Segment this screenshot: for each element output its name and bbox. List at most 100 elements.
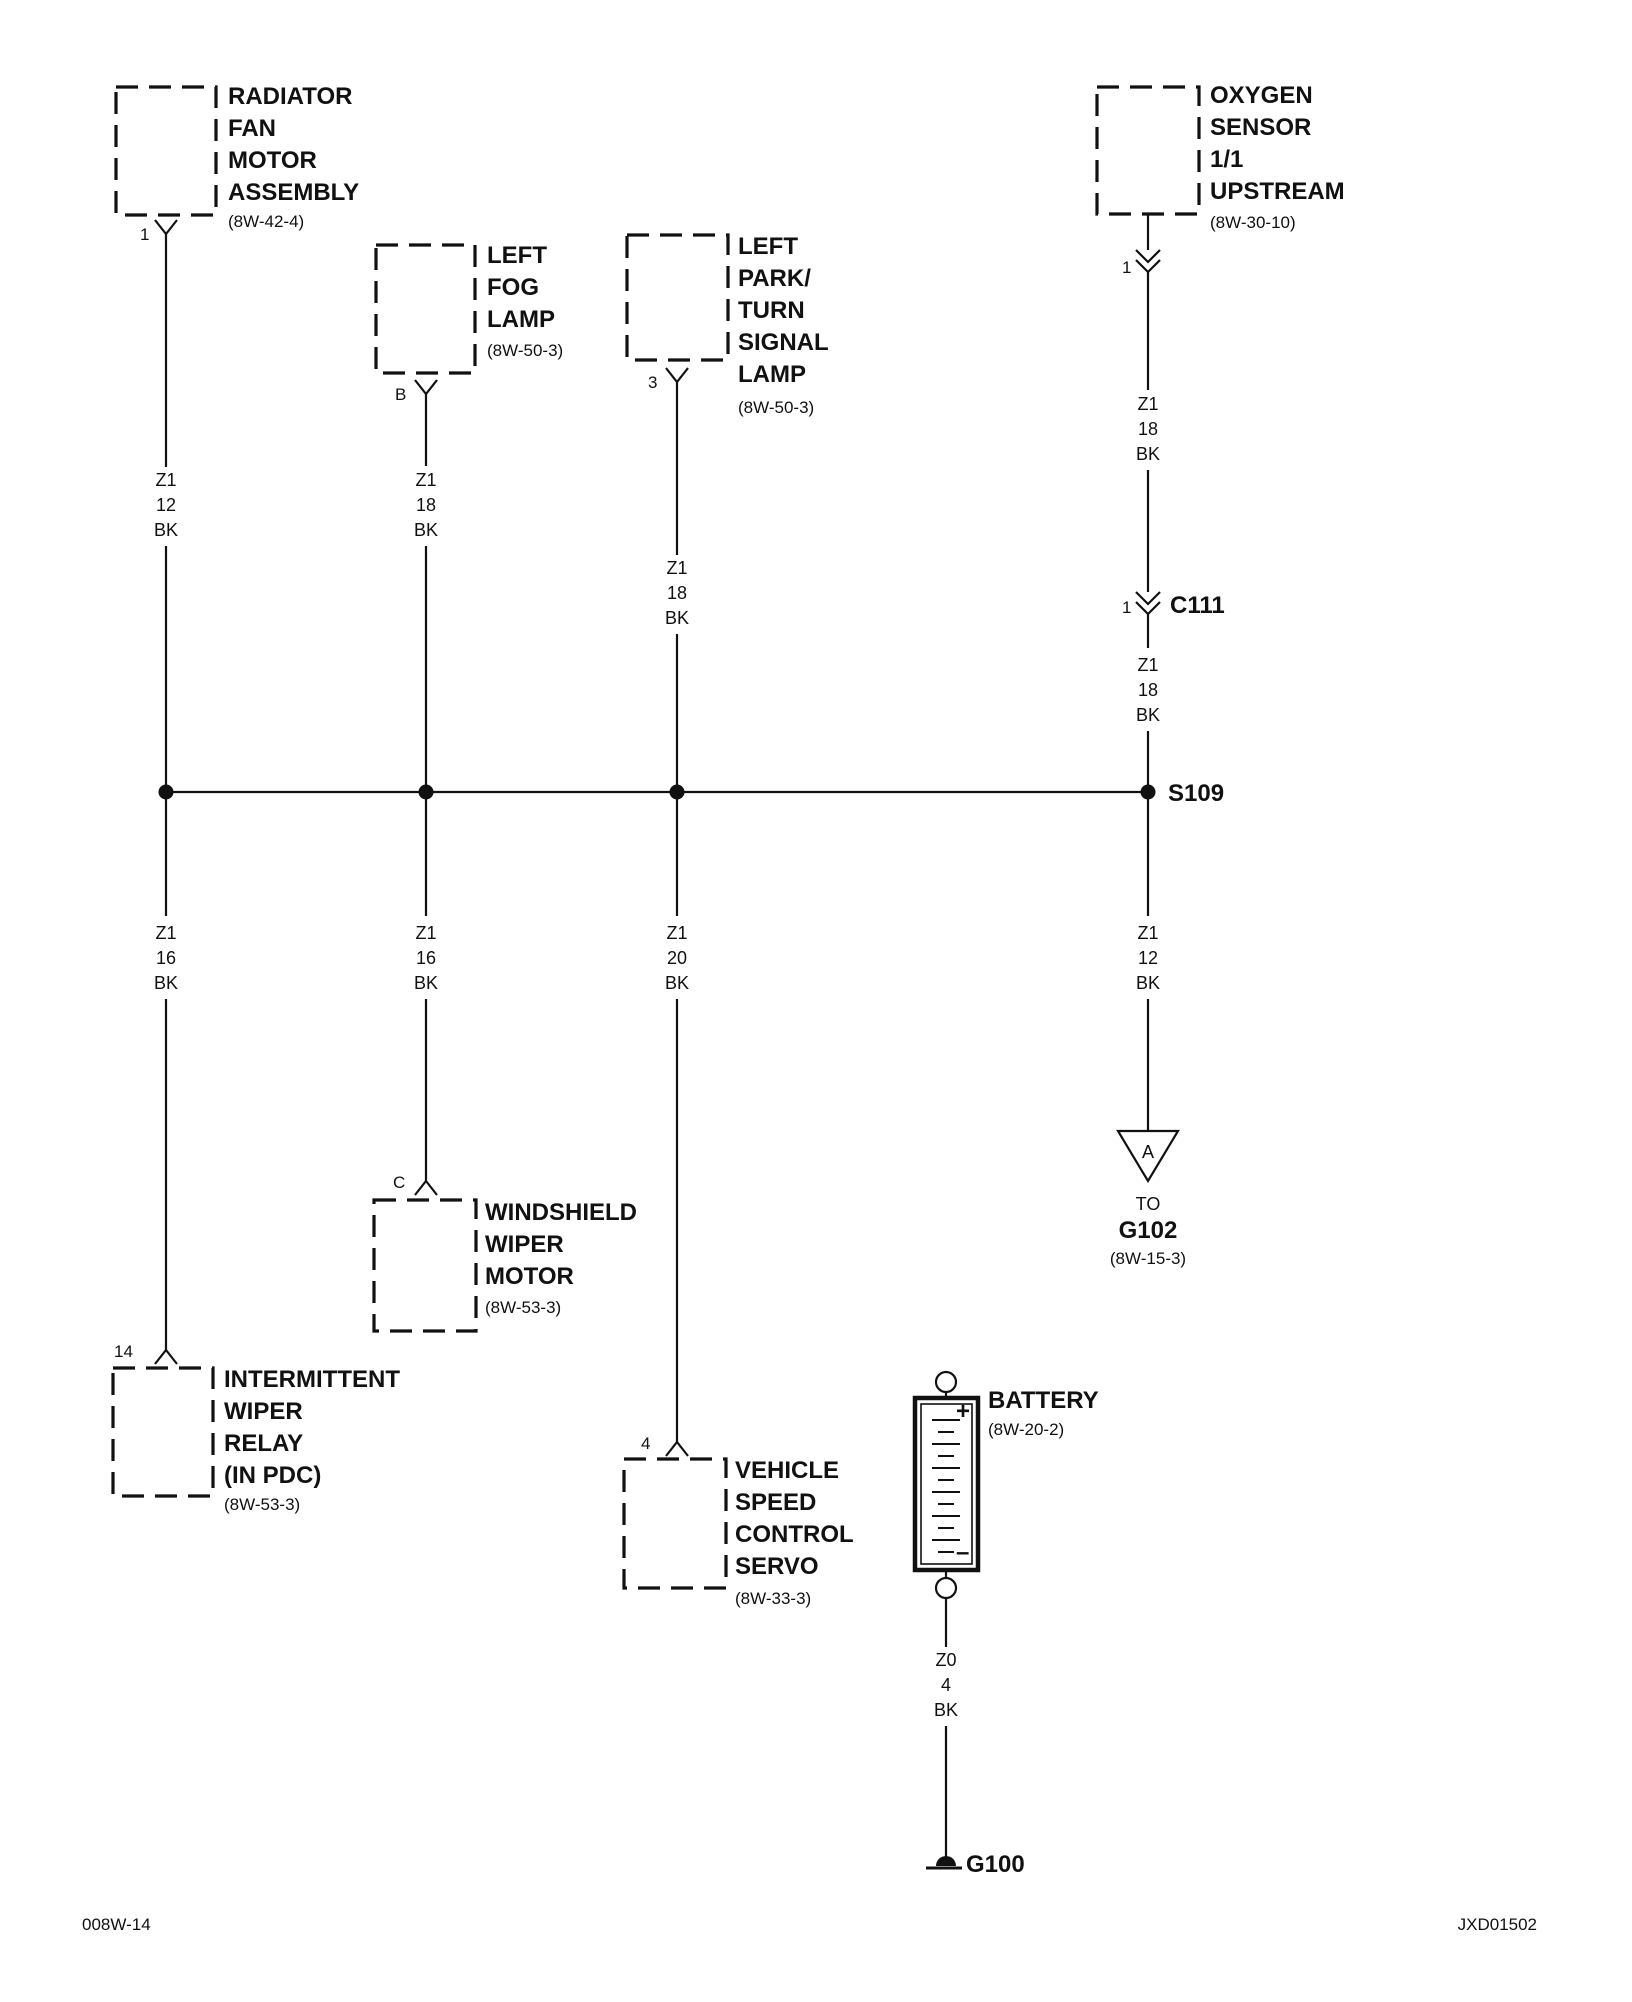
intermittent-wiper-relay: INTERMITTENT WIPER RELAY (IN PDC) (8W-53… <box>111 1342 400 1514</box>
section-ref: (8W-53-3) <box>224 1495 300 1514</box>
label-line: SPEED <box>735 1489 816 1516</box>
plus-sign: + <box>956 1398 970 1425</box>
radiator-fan-motor-assembly: RADIATOR FAN MOTOR ASSEMBLY (8W-42-4) 1 <box>114 83 359 244</box>
wire-label-wiper-lower: Z1 16 BK <box>414 923 438 993</box>
ground-icon <box>936 1856 956 1866</box>
pin-number: 4 <box>641 1434 650 1453</box>
splice-dot <box>1140 784 1156 800</box>
section-ref: (8W-50-3) <box>738 398 814 417</box>
wire-label-servo-lower: Z1 20 BK <box>665 923 689 993</box>
pin-number: 3 <box>648 373 657 392</box>
svg-text:4: 4 <box>941 1675 951 1695</box>
svg-text:Z1: Z1 <box>1137 923 1158 943</box>
connector-label: C111 <box>1170 592 1225 619</box>
svg-text:20: 20 <box>667 948 687 968</box>
svg-text:18: 18 <box>1138 680 1158 700</box>
ground-g100: G100 <box>926 1851 1025 1878</box>
to-label: TO <box>1136 1194 1161 1214</box>
label-line: CONTROL <box>735 1521 854 1548</box>
label-line: RADIATOR <box>228 83 352 110</box>
female-connector-icon <box>414 1179 438 1196</box>
svg-text:16: 16 <box>416 948 436 968</box>
splice-dot <box>669 784 685 800</box>
component-box <box>1095 85 1201 216</box>
svg-text:BK: BK <box>414 973 438 993</box>
battery-label: BATTERY <box>988 1387 1099 1414</box>
label-line: MOTOR <box>485 1263 574 1290</box>
svg-text:Z1: Z1 <box>415 470 436 490</box>
svg-text:Z1: Z1 <box>666 558 687 578</box>
svg-text:Z1: Z1 <box>666 923 687 943</box>
pin-number: C <box>393 1173 405 1192</box>
label-line: LAMP <box>487 306 555 333</box>
splice-dot <box>418 784 434 800</box>
label-line: WINDSHIELD <box>485 1199 637 1226</box>
svg-text:Z1: Z1 <box>415 923 436 943</box>
wire-label-fog-upper: Z1 18 BK <box>414 470 438 540</box>
label-line: (IN PDC) <box>224 1462 321 1489</box>
battery: + – BATTERY (8W-20-2) <box>912 1370 1099 1600</box>
ground-label: G102 <box>1119 1217 1178 1244</box>
svg-text:BK: BK <box>414 520 438 540</box>
svg-text:BK: BK <box>1136 973 1160 993</box>
section-ref: (8W-33-3) <box>735 1589 811 1608</box>
triangle-letter: A <box>1142 1142 1154 1162</box>
svg-text:BK: BK <box>1136 705 1160 725</box>
label-line: TURN <box>738 297 805 324</box>
section-ref: (8W-42-4) <box>228 212 304 231</box>
female-connector-icon <box>665 1440 689 1457</box>
off-page-triangle-icon <box>1116 1129 1180 1184</box>
section-ref: (8W-30-10) <box>1210 213 1296 232</box>
wire-label-g102-lower: Z1 12 BK <box>1136 923 1160 993</box>
label-line: LAMP <box>738 361 806 388</box>
label-line: WIPER <box>224 1398 303 1425</box>
svg-text:18: 18 <box>1138 419 1158 439</box>
svg-text:BK: BK <box>934 1700 958 1720</box>
battery-negative-terminal <box>934 1576 958 1600</box>
left-park-turn-signal-lamp: LEFT PARK/ TURN SIGNAL LAMP (8W-50-3) 3 <box>625 233 829 417</box>
svg-text:12: 12 <box>156 495 176 515</box>
component-box <box>372 1198 478 1333</box>
double-connector-icon <box>1135 591 1161 616</box>
svg-text:BK: BK <box>154 973 178 993</box>
male-connector-icon <box>665 367 689 384</box>
label-line: LEFT <box>487 242 547 269</box>
battery-inner <box>920 1403 973 1565</box>
svg-text:BK: BK <box>1136 444 1160 464</box>
component-box <box>114 85 218 217</box>
wire-label-oxygen-upper: Z1 18 BK <box>1136 394 1160 464</box>
label-line: INTERMITTENT <box>224 1366 400 1393</box>
label-line: SERVO <box>735 1553 819 1580</box>
minus-sign: – <box>956 1539 969 1566</box>
wire-label-park-upper: Z1 18 BK <box>665 558 689 628</box>
connector-c111: 1 C111 <box>1122 591 1225 619</box>
ground-g102: A TO G102 (8W-15-3) <box>1110 1129 1186 1268</box>
pin-number: 1 <box>1122 598 1131 617</box>
label-line: SIGNAL <box>738 329 829 356</box>
label-line: 1/1 <box>1210 146 1243 173</box>
label-line: OXYGEN <box>1210 82 1313 109</box>
label-line: ASSEMBLY <box>228 179 359 206</box>
component-box <box>374 243 477 375</box>
double-male-connector-icon <box>1135 249 1161 274</box>
svg-text:Z0: Z0 <box>935 1650 956 1670</box>
label-line: FAN <box>228 115 276 142</box>
battery-positive-terminal <box>934 1370 958 1394</box>
section-ref: (8W-50-3) <box>487 341 563 360</box>
male-connector-icon <box>414 379 438 396</box>
left-fog-lamp: LEFT FOG LAMP (8W-50-3) B <box>374 242 563 404</box>
label-line: LEFT <box>738 233 798 260</box>
pin-number: 1 <box>1122 258 1131 277</box>
label-line: RELAY <box>224 1430 303 1457</box>
svg-text:Z1: Z1 <box>155 470 176 490</box>
pin-number: B <box>395 385 406 404</box>
svg-text:Z1: Z1 <box>1137 394 1158 414</box>
splice-dot <box>158 784 174 800</box>
svg-text:18: 18 <box>416 495 436 515</box>
component-box <box>625 233 730 362</box>
component-box <box>111 1366 215 1498</box>
section-ref: (8W-15-3) <box>1110 1249 1186 1268</box>
component-box <box>622 1457 728 1590</box>
label-line: FOG <box>487 274 539 301</box>
page-code: 008W-14 <box>82 1915 151 1934</box>
